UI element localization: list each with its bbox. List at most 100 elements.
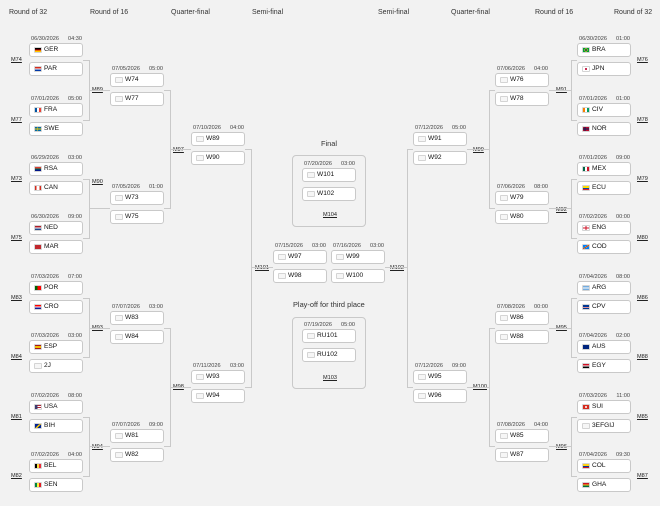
- team-row-home[interactable]: W99: [331, 250, 385, 264]
- team-row-home[interactable]: COL: [577, 459, 631, 473]
- team-row-home[interactable]: W95: [413, 370, 467, 384]
- match-number-link[interactable]: M102: [390, 265, 404, 271]
- team-row-away[interactable]: W92: [413, 151, 467, 165]
- team-row-home[interactable]: NED: [29, 221, 83, 235]
- team-row-away[interactable]: COD: [577, 240, 631, 254]
- team-row-home[interactable]: AUS: [577, 340, 631, 354]
- team-row-home[interactable]: ARG: [577, 281, 631, 295]
- team-row-away[interactable]: W84: [110, 330, 164, 344]
- team-row-away[interactable]: W75: [110, 210, 164, 224]
- team-row-home[interactable]: W81: [110, 429, 164, 443]
- team-row-home[interactable]: W76: [495, 73, 549, 87]
- match-number-link[interactable]: M87: [637, 473, 648, 479]
- team-row-home[interactable]: BRA: [577, 43, 631, 57]
- team-row-home[interactable]: USA: [29, 400, 83, 414]
- match-number-link[interactable]: M85: [637, 414, 648, 420]
- team-row-away[interactable]: MAR: [29, 240, 83, 254]
- match-number-link[interactable]: M104: [323, 212, 337, 218]
- match-number-link[interactable]: M90: [92, 179, 103, 185]
- match-number-link[interactable]: M73: [11, 176, 22, 182]
- team-name: W77: [125, 95, 139, 102]
- match-number-link[interactable]: M81: [11, 414, 22, 420]
- connector-line: [83, 120, 89, 121]
- match-number-link[interactable]: M103: [323, 375, 337, 381]
- match-date: 07/04/2026: [579, 452, 607, 458]
- team-row-home[interactable]: W73: [110, 191, 164, 205]
- team-row-away[interactable]: BIH: [29, 419, 83, 433]
- team-row-home[interactable]: W74: [110, 73, 164, 87]
- team-row-home[interactable]: W86: [495, 311, 549, 325]
- match-number-link[interactable]: M92: [556, 207, 567, 213]
- team-row-away[interactable]: CPV: [577, 300, 631, 314]
- team-row-away[interactable]: W100: [331, 269, 385, 283]
- team-row-away[interactable]: W96: [413, 389, 467, 403]
- team-row-away[interactable]: W77: [110, 92, 164, 106]
- team-row-away[interactable]: SEN: [29, 478, 83, 492]
- match-number-link[interactable]: M97: [173, 147, 184, 153]
- match-number-link[interactable]: M75: [11, 235, 22, 241]
- team-row-home[interactable]: W79: [495, 191, 549, 205]
- team-row-home[interactable]: MEX: [577, 162, 631, 176]
- team-row-home[interactable]: GER: [29, 43, 83, 57]
- header-round-of-32-right: Round of 32: [614, 9, 653, 16]
- team-row-away[interactable]: W102: [302, 187, 356, 201]
- team-row-away[interactable]: 2J: [29, 359, 83, 373]
- team-name: ESP: [44, 343, 58, 350]
- team-row-away[interactable]: EGY: [577, 359, 631, 373]
- team-row-home[interactable]: SUI: [577, 400, 631, 414]
- match-number-link[interactable]: M74: [11, 57, 22, 63]
- match-time: 09:00: [149, 422, 163, 428]
- team-row-home[interactable]: CIV: [577, 103, 631, 117]
- team-row-home[interactable]: W93: [191, 370, 245, 384]
- team-row-home[interactable]: W85: [495, 429, 549, 443]
- team-row-home[interactable]: BEL: [29, 459, 83, 473]
- team-row-away[interactable]: CRO: [29, 300, 83, 314]
- team-row-away[interactable]: W88: [495, 330, 549, 344]
- team-row-home[interactable]: ENG: [577, 221, 631, 235]
- match-number-link[interactable]: M84: [11, 354, 22, 360]
- team-row-away[interactable]: PAR: [29, 62, 83, 76]
- match-number-link[interactable]: M80: [637, 235, 648, 241]
- team-row-home[interactable]: RSA: [29, 162, 83, 176]
- match-number-link[interactable]: M96: [556, 444, 567, 450]
- team-row-away[interactable]: W94: [191, 389, 245, 403]
- team-row-home[interactable]: RU101: [302, 329, 356, 343]
- team-row-away[interactable]: NOR: [577, 122, 631, 136]
- team-row-home[interactable]: ESP: [29, 340, 83, 354]
- match-number-link[interactable]: M86: [637, 295, 648, 301]
- team-row-away[interactable]: 3EFGIJ: [577, 419, 631, 433]
- team-name: CAN: [44, 184, 58, 191]
- team-row-home[interactable]: W91: [413, 132, 467, 146]
- match-number-link[interactable]: M77: [11, 117, 22, 123]
- team-row-home[interactable]: POR: [29, 281, 83, 295]
- match-number-link[interactable]: M99: [473, 147, 484, 153]
- match-number-link[interactable]: M101: [255, 265, 269, 271]
- team-row-away[interactable]: CAN: [29, 181, 83, 195]
- flag-de-icon: [34, 47, 42, 53]
- team-row-away[interactable]: RU102: [302, 348, 356, 362]
- team-row-away[interactable]: W78: [495, 92, 549, 106]
- team-row-away[interactable]: W98: [273, 269, 327, 283]
- team-row-away[interactable]: W80: [495, 210, 549, 224]
- team-row-home[interactable]: W97: [273, 250, 327, 264]
- team-row-home[interactable]: FRA: [29, 103, 83, 117]
- team-row-home[interactable]: W101: [302, 168, 356, 182]
- match-number-link[interactable]: M88: [637, 354, 648, 360]
- team-row-away[interactable]: ECU: [577, 181, 631, 195]
- match-number-link[interactable]: M82: [11, 473, 22, 479]
- match-number-link[interactable]: M76: [637, 57, 648, 63]
- team-row-away[interactable]: W90: [191, 151, 245, 165]
- connector-line: [571, 298, 572, 358]
- team-row-home[interactable]: W83: [110, 311, 164, 325]
- connector-line: [89, 328, 110, 329]
- team-row-away[interactable]: SWE: [29, 122, 83, 136]
- team-row-away[interactable]: W87: [495, 448, 549, 462]
- match-number-link[interactable]: M94: [92, 444, 103, 450]
- team-row-away[interactable]: W82: [110, 448, 164, 462]
- match-number-link[interactable]: M83: [11, 295, 22, 301]
- team-row-away[interactable]: GHA: [577, 478, 631, 492]
- team-row-home[interactable]: W89: [191, 132, 245, 146]
- team-row-away[interactable]: JPN: [577, 62, 631, 76]
- match-number-link[interactable]: M78: [637, 117, 648, 123]
- match-number-link[interactable]: M79: [637, 176, 648, 182]
